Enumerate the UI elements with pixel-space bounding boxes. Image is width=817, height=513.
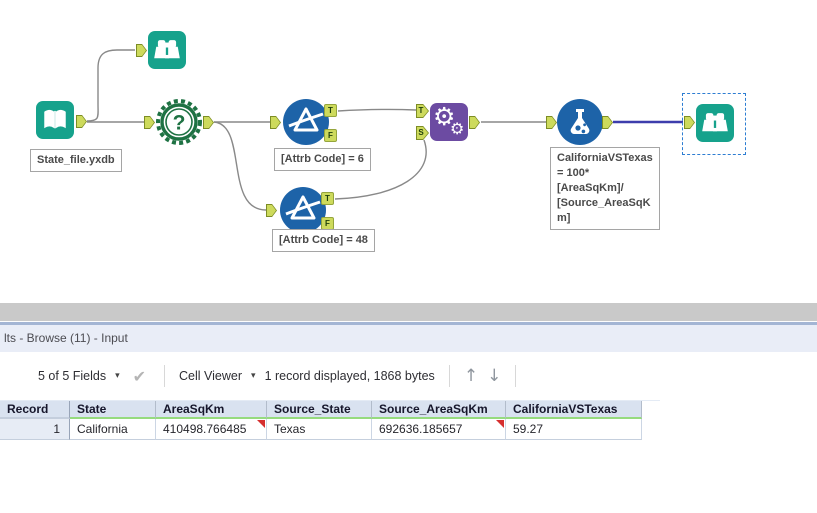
browse-top-input-anchor[interactable] — [136, 44, 147, 57]
divider — [0, 322, 817, 325]
workflow-canvas[interactable]: State_file.yxdb ? T F [Attrb Code] = 6 — [0, 0, 817, 303]
svg-text:?: ? — [173, 112, 186, 135]
results-tab-strip[interactable]: lts - Browse (11) - Input — [0, 325, 817, 352]
results-toolbar: 5 of 5 Fields ▾ ✔ Cell Viewer ▾ 1 record… — [0, 352, 817, 400]
check-icon[interactable]: ✔ — [132, 366, 147, 386]
browse-tool-selected[interactable] — [696, 104, 734, 142]
column-header-record[interactable]: Record — [0, 401, 70, 419]
column-header-source-areasqkm[interactable]: Source_AreaSqKm — [372, 401, 506, 419]
browse-selected-input-anchor[interactable] — [684, 116, 695, 129]
binoculars-icon — [154, 40, 180, 59]
cell-areasqkm[interactable]: 410498.766485 — [156, 419, 267, 440]
gear-icon: ⚙ — [433, 102, 456, 131]
chevron-down-icon[interactable]: ▾ — [251, 371, 256, 381]
panel-splitter[interactable] — [0, 303, 817, 321]
cell-state[interactable]: California — [70, 419, 156, 440]
filter1-input-anchor[interactable] — [270, 116, 281, 129]
formula-input-anchor[interactable] — [546, 116, 557, 129]
formula-tool[interactable] — [557, 99, 603, 145]
filter-icon — [288, 107, 324, 132]
chevron-down-icon[interactable]: ▾ — [115, 371, 120, 381]
divider — [515, 365, 517, 387]
autofield-tool[interactable]: ? — [156, 99, 202, 145]
binoculars-icon — [702, 113, 728, 132]
arrow-up-icon[interactable]: ↑ — [463, 366, 479, 386]
selection-box — [682, 93, 746, 155]
flask-icon — [570, 109, 590, 134]
record-summary: 1 record displayed, 1868 bytes — [264, 369, 435, 383]
cell-viewer-dropdown[interactable]: Cell Viewer — [179, 369, 243, 383]
column-header-state[interactable]: State — [70, 401, 156, 419]
results-tab-label: lts - Browse (11) - Input — [4, 331, 128, 345]
wire-filter1-true-to-append-target[interactable] — [337, 108, 417, 112]
book-icon — [44, 109, 66, 129]
cell-californiavstexas[interactable]: 59.27 — [506, 419, 642, 440]
wire-autofield-to-filter2[interactable] — [213, 121, 267, 211]
formula-output-anchor[interactable] — [602, 116, 613, 129]
filter2-tool[interactable] — [280, 187, 326, 233]
autofield-input-anchor[interactable] — [144, 116, 155, 129]
column-header-areasqkm[interactable]: AreaSqKm — [156, 401, 267, 419]
input-annotation[interactable]: State_file.yxdb — [30, 149, 122, 172]
formula-annotation[interactable]: CaliforniaVSTexas = 100* [AreaSqKm]/ [So… — [550, 147, 660, 230]
append-output-anchor[interactable] — [469, 116, 480, 129]
table-header-row: Record State AreaSqKm Source_State Sourc… — [0, 401, 642, 419]
results-data-grid: Record State AreaSqKm Source_State Sourc… — [0, 401, 642, 440]
filter2-true-anchor[interactable]: T — [321, 192, 334, 205]
divider — [448, 365, 450, 387]
append-target-anchor[interactable]: T — [416, 104, 429, 118]
wire-input-to-browse-top[interactable] — [86, 49, 135, 122]
filter-icon — [285, 195, 321, 220]
autofield-output-anchor[interactable] — [203, 116, 214, 129]
question-icon: ? — [156, 99, 202, 145]
divider — [0, 321, 817, 322]
filter2-annotation[interactable]: [Attrb Code] = 48 — [272, 229, 375, 252]
connection-wires — [86, 49, 683, 211]
append-source-anchor[interactable]: S — [416, 126, 429, 140]
input-output-anchor[interactable] — [76, 115, 87, 128]
arrow-down-icon[interactable]: ↓ — [487, 366, 502, 386]
cell-source-areasqkm[interactable]: 692636.185657 — [372, 419, 506, 440]
filter1-false-anchor[interactable]: F — [324, 129, 337, 142]
fields-dropdown[interactable]: 5 of 5 Fields — [38, 369, 107, 383]
gear-icon: ⚙ — [450, 119, 465, 138]
filter1-tool[interactable] — [283, 99, 329, 145]
wire-filter2-true-to-append-source[interactable] — [334, 139, 427, 200]
filter2-input-anchor[interactable] — [266, 204, 277, 217]
append-fields-tool[interactable]: ⚙ ⚙ + — [430, 103, 468, 141]
plus-icon: + — [455, 124, 461, 134]
cell-source-state[interactable]: Texas — [267, 419, 372, 440]
filter1-true-anchor[interactable]: T — [324, 104, 337, 117]
divider — [164, 365, 166, 387]
column-header-source-state[interactable]: Source_State — [267, 401, 372, 419]
browse-tool-top[interactable] — [148, 31, 186, 69]
input-data-tool[interactable] — [36, 101, 74, 139]
divider — [0, 400, 660, 401]
column-header-californiavstexas[interactable]: CaliforniaVSTexas — [506, 401, 642, 419]
cell-record[interactable]: 1 — [0, 419, 70, 440]
table-row: 1 California 410498.766485 Texas 692636.… — [0, 419, 642, 440]
filter1-annotation[interactable]: [Attrb Code] = 6 — [274, 148, 371, 171]
